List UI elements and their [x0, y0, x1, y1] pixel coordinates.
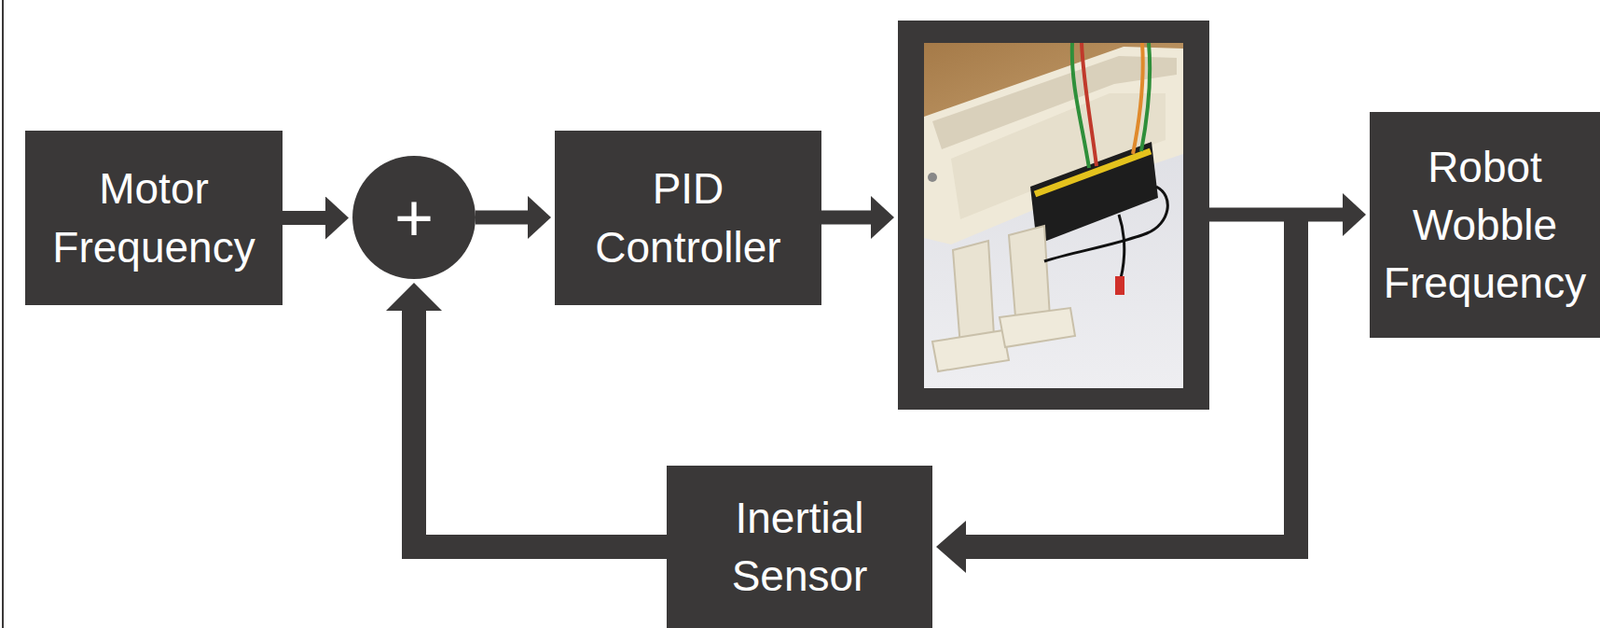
wire	[1141, 42, 1150, 152]
box-label: Inertial Sensor	[677, 488, 922, 605]
robot-foot	[999, 307, 1076, 347]
photo-frame	[897, 20, 1210, 410]
wire	[1081, 42, 1097, 166]
wire	[1118, 214, 1125, 285]
junction-sign: +	[394, 183, 434, 251]
box-label: PID Controller	[565, 159, 811, 276]
robot-foot	[932, 330, 1009, 372]
signal-line	[821, 210, 872, 225]
signal-arrow	[413, 310, 667, 547]
connector	[1115, 275, 1125, 295]
sensor-box: Inertial Sensor	[666, 465, 933, 628]
box-label: Motor Frequency	[36, 159, 272, 276]
arrow-head	[870, 195, 895, 239]
signal-line	[1209, 207, 1344, 222]
arrow-head	[1342, 193, 1366, 236]
photo-floor	[924, 42, 1184, 388]
wire	[1044, 186, 1168, 262]
box-label: Robot Wobble Frequency	[1380, 137, 1589, 312]
feedback-line	[965, 214, 1297, 547]
wire	[1132, 42, 1144, 154]
arrow-head	[936, 520, 966, 573]
output-box: Robot Wobble Frequency	[1369, 111, 1600, 338]
page-border	[1, 0, 4, 628]
robot-photo	[924, 42, 1184, 388]
signal-arrow	[475, 210, 528, 225]
axle	[927, 172, 938, 182]
signal-arrow	[282, 210, 326, 225]
summing-junction: +	[352, 155, 476, 279]
input-box: Motor Frequency	[25, 130, 283, 305]
controller-box: PID Controller	[554, 130, 822, 305]
robot-leg	[952, 240, 994, 347]
board-header	[1034, 151, 1151, 194]
junction-circle	[352, 155, 476, 279]
